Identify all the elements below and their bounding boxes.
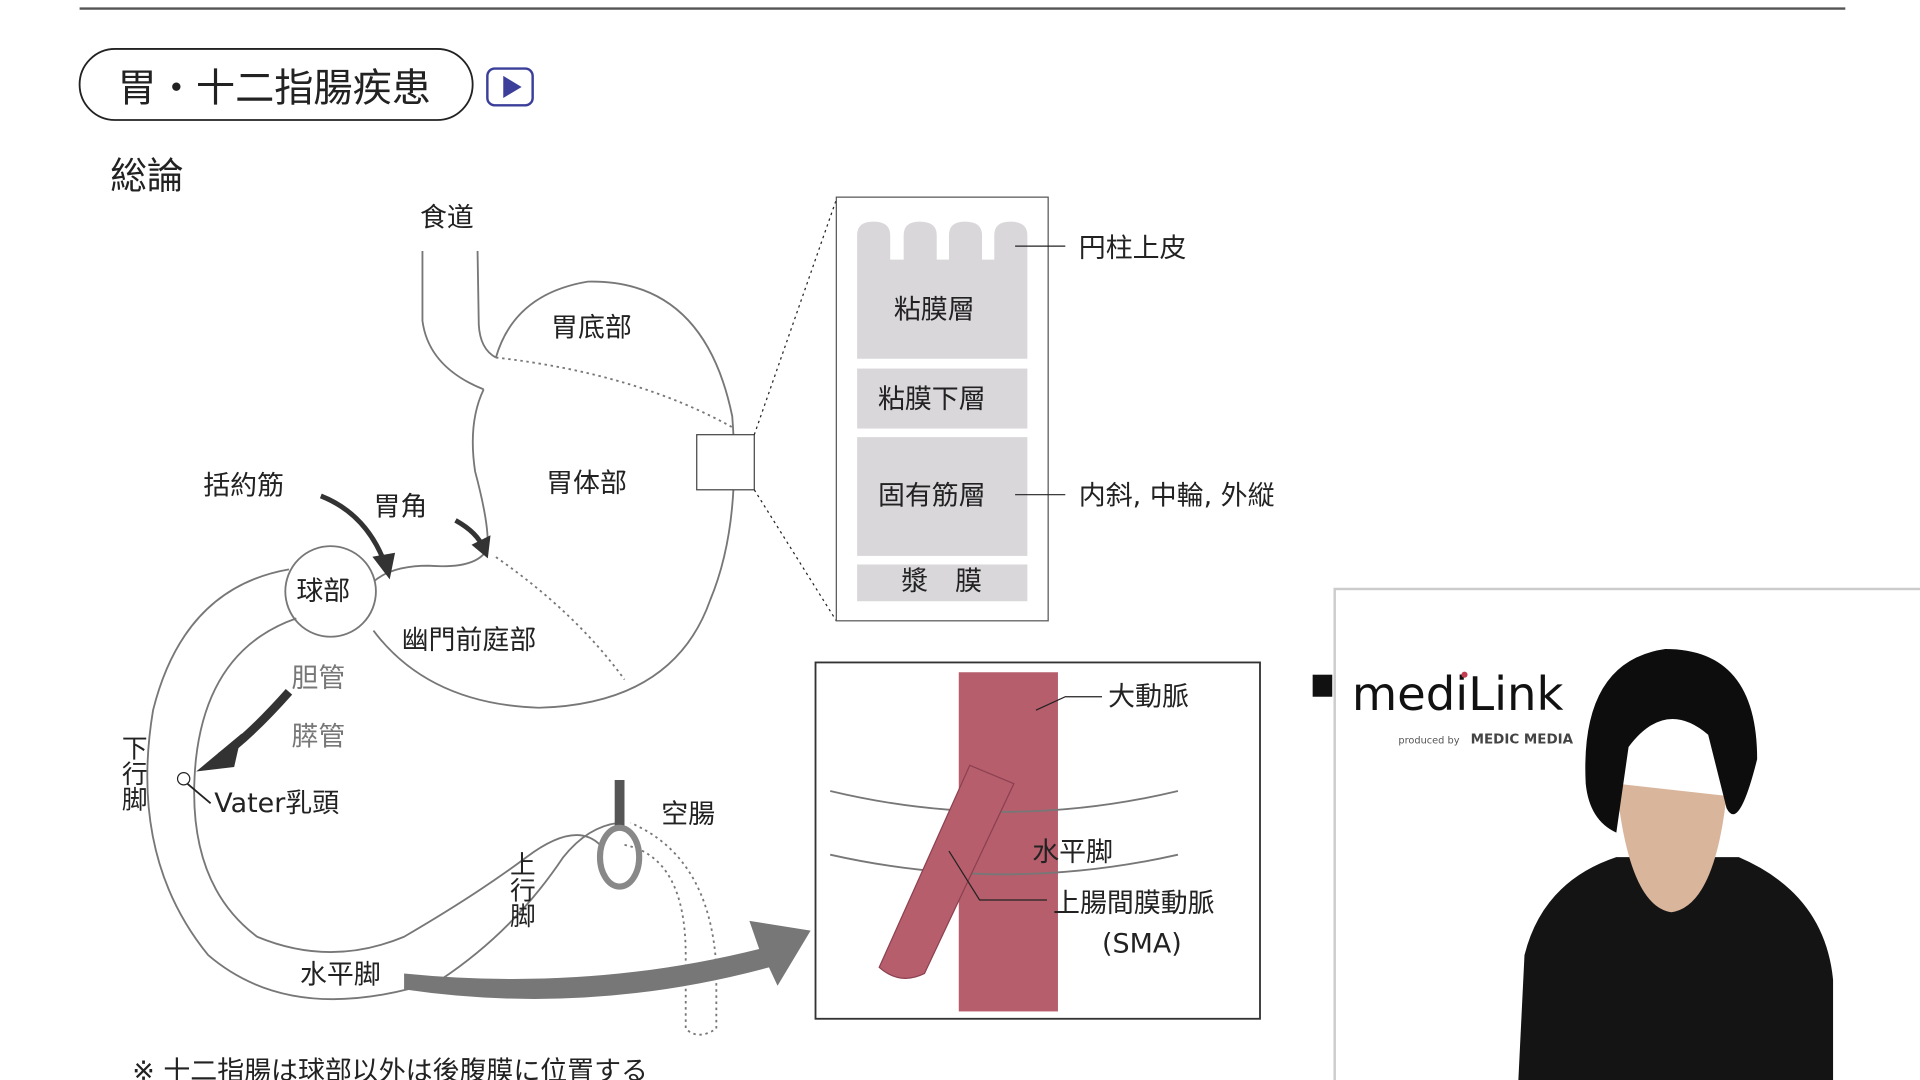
footnote: ※ 十二指腸は球部以外は後腹膜に位置する [132,1056,648,1080]
label-body: 胃体部 [546,468,627,499]
wall-layers [835,196,1049,622]
label-epithelium: 円柱上皮 [1079,233,1187,264]
stomach-diagram [146,251,736,1036]
sma-shape [878,764,1015,979]
play-button[interactable] [486,67,534,107]
label-bile-duct: 胆管 [291,663,345,694]
label-antrum: 幽門前庭部 [402,625,537,656]
jejunum-clip-icon [596,780,643,890]
slide-title: 胃・十二指腸疾患 [118,67,431,112]
label-angle: 胃角 [373,492,427,523]
layer-serosa: 漿 膜 [901,566,982,597]
title-pill [78,48,474,121]
label-ascending: 上行脚 [505,851,535,929]
logo-brand: MEDIC MEDIA [1471,732,1574,747]
label-aorta: 大動脈 [1108,681,1189,712]
label-fundus: 胃底部 [551,313,632,344]
layer-muscularis: 固有筋層 [878,480,986,511]
arrow-icons [196,493,491,772]
layer-mucosa: 粘膜層 [894,294,975,325]
label-sma-horizontal: 水平脚 [1032,837,1113,868]
play-icon [503,75,522,98]
label-sma: 上腸間膜動脈 [1053,888,1215,919]
label-vater: Vater乳頭 [214,788,339,819]
vater-papilla-marker [176,772,191,786]
label-descending: 下行脚 [117,735,147,812]
layer-submucosa: 粘膜下層 [878,384,986,415]
label-bulb: 球部 [296,576,350,607]
presenter-video: mediLink produced by MEDIC MEDIA [1312,587,1920,1080]
label-jejunum: 空腸 [661,799,715,830]
label-horizontal: 水平脚 [300,959,381,990]
presenter-face [1616,783,1727,913]
label-sma-abbr: (SMA) [1102,929,1182,960]
logo-produced-by: produced by [1398,735,1459,746]
section-heading: 総論 [110,155,183,198]
presenter-hair [1585,648,1758,833]
label-esophagus: 食道 [420,203,474,234]
presenter-body [1518,857,1834,1080]
zoom-square [696,434,755,491]
label-pancreatic-duct: 膵管 [291,722,345,753]
medilink-logo: mediLink [1352,667,1564,721]
label-sphincter: 括約筋 [203,471,284,502]
big-arrow-icon [404,920,811,999]
label-muscle-note: 内斜, 中輪, 外縦 [1079,480,1275,511]
